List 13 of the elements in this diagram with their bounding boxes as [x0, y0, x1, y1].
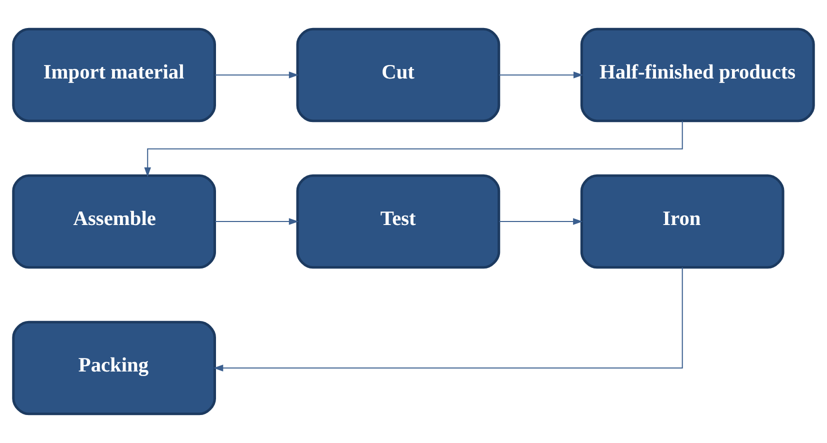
node-box: Import material — [12, 28, 216, 122]
arrow — [499, 218, 583, 225]
node-box: Packing — [12, 320, 216, 416]
arrow — [213, 267, 683, 372]
arrow — [215, 72, 299, 78]
node-box: Half-finished products — [580, 28, 815, 122]
node-box: Test — [296, 174, 500, 269]
node-box: Assemble — [12, 174, 216, 269]
arrow — [499, 72, 584, 78]
node-box: Cut — [296, 28, 500, 122]
arrow — [144, 120, 683, 178]
node-box: Iron — [580, 174, 784, 269]
arrow — [215, 218, 299, 225]
